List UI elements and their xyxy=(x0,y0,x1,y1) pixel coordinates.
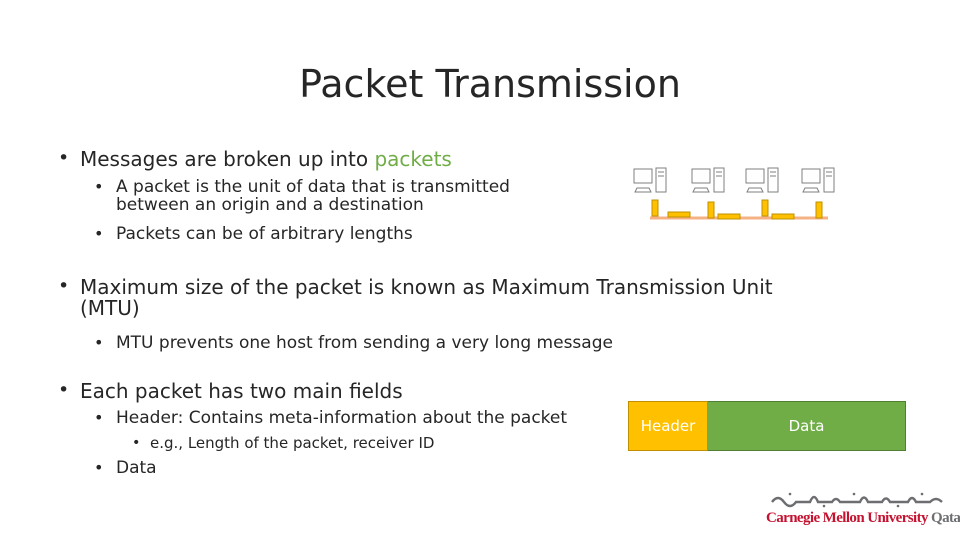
subbullet-data: • Data xyxy=(94,458,157,478)
subsubbullet-header-example: • e.g., Length of the packet, receiver I… xyxy=(132,434,435,452)
packet-data-field: Data xyxy=(708,401,906,451)
bullet-dot: • xyxy=(94,333,104,352)
network-cable-icon xyxy=(667,211,691,218)
bullet-text-line2: between an origin and a destination xyxy=(116,194,424,215)
network-cable-icon xyxy=(771,213,795,220)
network-cable-icon xyxy=(717,213,741,220)
bullet-messages: • Messages are broken up into packets xyxy=(58,147,452,171)
subbullet-mtu-prevents: • MTU prevents one host from sending a v… xyxy=(94,333,613,353)
bullet-dot: • xyxy=(58,275,70,297)
computer-icon xyxy=(633,167,667,217)
bullet-text: e.g., Length of the packet, receiver ID xyxy=(150,434,435,452)
network-illustration xyxy=(633,167,835,220)
logo-english-wordmark: Carnegie Mellon University Qatar xyxy=(766,510,960,526)
slide-title: Packet Transmission xyxy=(299,62,681,106)
subbullet-header: • Header: Contains meta-information abou… xyxy=(94,408,568,428)
bullet-dot: • xyxy=(58,147,70,169)
bullet-dot: • xyxy=(94,458,104,477)
logo-arabic-wordmark xyxy=(771,492,943,508)
bullet-text: Packets can be of arbitrary lengths xyxy=(116,224,413,244)
packet-structure-diagram: Header Data xyxy=(628,401,906,451)
subbullet-packet-definition: • A packet is the unit of data that is t… xyxy=(94,177,510,215)
bullet-dot: • xyxy=(58,379,70,401)
bullet-text-line1: Maximum size of the packet is known as M… xyxy=(80,275,773,299)
bullet-text-line2: (MTU) xyxy=(80,296,140,320)
bullet-text: Each packet has two main fields xyxy=(80,379,403,403)
bullet-dot: • xyxy=(94,224,104,243)
bullet-dot: • xyxy=(94,408,104,427)
bullet-mtu: • Maximum size of the packet is known as… xyxy=(58,275,773,320)
computer-icon xyxy=(691,167,725,219)
bullet-text: Data xyxy=(116,458,157,478)
university-logo: Carnegie Mellon University Qatar xyxy=(762,490,960,534)
computer-icon xyxy=(745,167,779,217)
packets-highlight: packets xyxy=(374,147,452,171)
bullet-dot: • xyxy=(132,435,141,451)
bullet-dot: • xyxy=(94,177,104,196)
packet-header-field: Header xyxy=(628,401,708,451)
subbullet-arbitrary-lengths: • Packets can be of arbitrary lengths xyxy=(94,224,413,244)
bullet-text: MTU prevents one host from sending a ver… xyxy=(116,333,613,353)
bullet-text: Header: Contains meta-information about … xyxy=(116,408,568,428)
computer-icon xyxy=(801,167,835,219)
bullet-text: Messages are broken up into xyxy=(80,147,375,171)
bullet-text-line1: A packet is the unit of data that is tra… xyxy=(116,177,510,197)
bullet-two-fields: • Each packet has two main fields xyxy=(58,379,403,403)
